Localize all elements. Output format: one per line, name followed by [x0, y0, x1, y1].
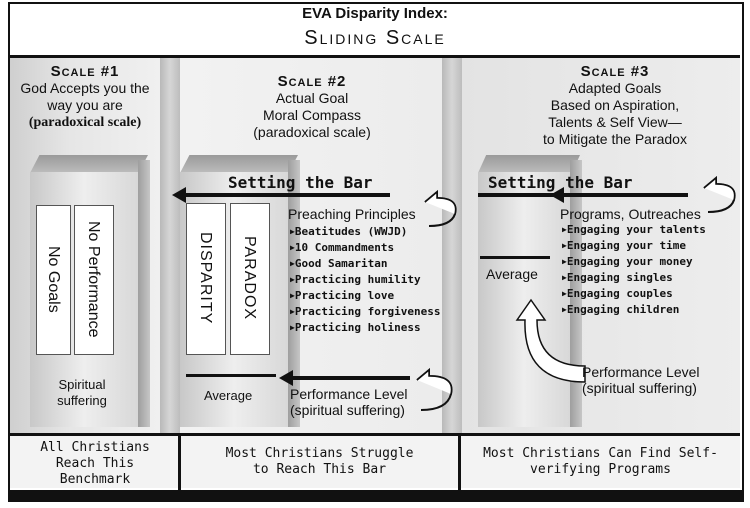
- programs-outreaches-list: Engaging your talentsEngaging your timeE…: [562, 222, 706, 318]
- list-item: Good Samaritan: [290, 256, 441, 272]
- list-item: Engaging your talents: [562, 222, 706, 238]
- paradox-label: PARADOX: [241, 235, 258, 321]
- list-item: Practicing love: [290, 288, 441, 304]
- no-performance-label: No Performance: [85, 220, 102, 338]
- setting-the-bar-label-3: Setting the Bar: [488, 173, 633, 192]
- footer-3-line1: Most Christians Can Find Self-: [483, 446, 718, 461]
- scale-3-header: Scale #3 Adapted Goals Based on Aspirati…: [510, 63, 720, 148]
- scale-1-line3: (paradoxical scale): [28, 115, 142, 130]
- column-1-box-right: [74, 205, 114, 355]
- scale-3-line1: Adapted Goals: [568, 80, 662, 96]
- list-item: Beatitudes (WWJD): [290, 224, 441, 240]
- title: EVA Disparity Index:: [302, 5, 448, 22]
- perf-line2-3: (spiritual suffering): [582, 380, 697, 396]
- column-3-top: [478, 155, 580, 173]
- footer-1-line3: Benchmark: [59, 472, 131, 487]
- scale-2-header: Scale #2 Actual Goal Moral Compass (para…: [222, 73, 402, 141]
- column-2-top: [180, 155, 298, 173]
- divider-2: [442, 58, 462, 434]
- footer-3-line2: verifying Programs: [530, 462, 671, 477]
- list-item: Engaging couples: [562, 286, 706, 302]
- scale-2-heading: Scale #2: [277, 73, 347, 90]
- scale-2-line2: Moral Compass: [262, 107, 362, 123]
- average-label-3: Average: [486, 266, 538, 282]
- header-rule: [10, 55, 740, 58]
- list-item: Engaging your money: [562, 254, 706, 270]
- curved-arrow-2-bottom: [416, 367, 453, 411]
- performance-level-label-2: Performance Level (spiritual suffering): [290, 386, 408, 418]
- spiritual-word: Spiritual: [58, 377, 106, 392]
- bar-line-3: [478, 193, 688, 197]
- bar-line-2: [180, 193, 390, 197]
- frame: [8, 2, 744, 500]
- preaching-principles-list: Beatitudes (WWJD)10 CommandmentsGood Sam…: [290, 224, 441, 336]
- footer-sep-2: [458, 434, 461, 490]
- footer-2: Most Christians Struggle to Reach This B…: [181, 436, 458, 488]
- footer-3: Most Christians Can Find Self- verifying…: [461, 436, 740, 488]
- footer-sep-1: [178, 434, 181, 490]
- list-item: Practicing holiness: [290, 320, 441, 336]
- up-arrow-3: [515, 298, 586, 383]
- footer-2-line1: Most Christians Struggle: [225, 446, 414, 461]
- list-item: Engaging children: [562, 302, 706, 318]
- scale-1-heading: Scale #1: [50, 63, 120, 80]
- bar-arrow-head-3: [550, 187, 564, 203]
- bottom-band: [8, 490, 744, 502]
- scale-1-line1: God Accepts you the: [20, 80, 150, 96]
- perf-line1-2: Performance Level: [290, 386, 408, 402]
- scale-3-heading: Scale #3: [580, 63, 650, 80]
- setting-the-bar-label-2: Setting the Bar: [228, 173, 373, 192]
- programs-outreaches-title: Programs, Outreaches: [560, 206, 701, 222]
- no-goals-label: No Goals: [45, 245, 62, 313]
- list-item: Engaging your time: [562, 238, 706, 254]
- perf-line2-2: (spiritual suffering): [290, 402, 405, 418]
- scale-3-line4: to Mitigate the Paradox: [543, 131, 687, 147]
- footer-2-line2: to Reach This Bar: [252, 462, 387, 477]
- scale-1-line2: way you are: [47, 97, 123, 113]
- column-1-side: [138, 160, 150, 427]
- perf-line1-3: Performance Level: [582, 364, 700, 380]
- scale-1-header: Scale #1 God Accepts you the way you are…: [12, 63, 158, 131]
- performance-level-label-3: Performance Level (spiritual suffering): [582, 364, 700, 396]
- curved-arrow-2-top: [424, 189, 457, 227]
- average-line-3: [480, 256, 550, 259]
- column-3-face: [478, 172, 570, 427]
- list-item: Engaging singles: [562, 270, 706, 286]
- column-1-top: [30, 155, 148, 173]
- subtitle: Sliding Scale: [304, 27, 446, 49]
- spiritual-suffering-label: Spiritual suffering: [32, 377, 132, 409]
- list-item: 10 Commandments: [290, 240, 441, 256]
- panel-bottom-rule: [10, 433, 740, 436]
- curved-arrow-3-top: [703, 176, 736, 213]
- footer-1-line2: Reach This: [55, 456, 135, 471]
- scale-2-line1: Actual Goal: [275, 90, 349, 106]
- bar-arrow-head-2: [172, 187, 186, 203]
- preaching-principles-title: Preaching Principles: [288, 206, 416, 222]
- suffering-word: suffering: [57, 393, 107, 408]
- scale-3-line2: Based on Aspiration,: [550, 97, 680, 113]
- column-1-box-left: [36, 205, 71, 355]
- list-item: Practicing forgiveness: [290, 304, 441, 320]
- list-item: Practicing humility: [290, 272, 441, 288]
- scale-2-line3: (paradoxical scale): [253, 124, 371, 140]
- average-label-2: Average: [204, 388, 253, 403]
- scale-3-line3: Talents & Self View—: [548, 114, 682, 130]
- disparity-label: DISPARITY: [197, 231, 214, 325]
- average-line-2: [186, 374, 276, 377]
- footer-1-line1: All Christians: [40, 440, 150, 455]
- perf-arrow-head-2: [279, 370, 293, 386]
- footer-1: All Christians Reach This Benchmark: [10, 436, 180, 488]
- column-2-box-right: [230, 203, 270, 355]
- perf-line-2: [288, 376, 410, 380]
- divider-1: [160, 58, 180, 434]
- column-2-box-left: [186, 203, 226, 355]
